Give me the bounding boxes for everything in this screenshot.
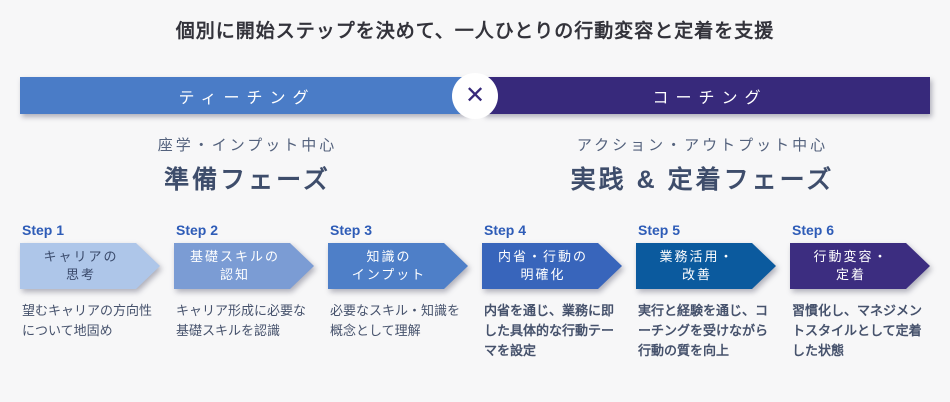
coaching-header-bar: コーチング (483, 77, 930, 114)
step-3-name: 知識の インプット (328, 243, 468, 289)
step-1-label: Step 1 (22, 222, 65, 238)
step-1-description: 望むキャリアの方向性について地固め (22, 303, 153, 339)
step-2-arrow-icon: 基礎スキルの 認知 (174, 243, 314, 289)
teaching-phase: 座学・インプット中心 準備フェーズ (20, 134, 475, 196)
step-1-arrow-icon: キャリアの 思考 (20, 243, 160, 289)
page-title: 個別に開始ステップを決めて、一人ひとりの行動変容と定着を支援 (175, 21, 775, 42)
teaching-phase-title: 準備フェーズ (164, 166, 331, 194)
step-4-label: Step 4 (484, 222, 527, 238)
step-1-name: キャリアの 思考 (20, 243, 160, 289)
step-5-description: 実行と経験を通じ、コーチングを受けながら行動の質を向上 (638, 303, 769, 359)
coaching-phase: アクション・アウトプット中心 実践 & 定着フェーズ (475, 134, 930, 196)
step-6-name: 行動変容・ 定着 (790, 243, 930, 289)
step-5-label: Step 5 (638, 222, 681, 238)
step-2-label: Step 2 (176, 222, 219, 238)
teaching-phase-subtitle: 座学・インプット中心 (157, 137, 338, 154)
coaching-phase-subtitle: アクション・アウトプット中心 (576, 137, 829, 154)
step-3: Step 3 知識の インプット 必要なスキル・知識を概念として理解 (328, 222, 468, 361)
step-4-description: 内省を通じ、業務に即した具体的な行動テーマを設定 (484, 303, 615, 359)
steps-row: Step 1 キャリアの 思考 望むキャリアの方向性について地固め Step 2… (0, 222, 950, 361)
coaching-phase-title: 実践 & 定着フェーズ (570, 166, 835, 194)
step-6-description: 習慣化し、マネジメントスタイルとして定着した状態 (792, 303, 923, 359)
step-6-arrow-icon: 行動変容・ 定着 (790, 243, 930, 289)
step-5-name: 業務活用・ 改善 (636, 243, 776, 289)
step-2: Step 2 基礎スキルの 認知 キャリア形成に必要な基礎スキルを認識 (174, 222, 314, 361)
cross-icon: ✕ (452, 72, 498, 119)
step-6-label: Step 6 (792, 222, 835, 238)
step-3-arrow-icon: 知識の インプット (328, 243, 468, 289)
step-6: Step 6 行動変容・ 定着 習慣化し、マネジメントスタイルとして定着した状態 (790, 222, 930, 361)
step-4-arrow-icon: 内省・行動の 明確化 (482, 243, 622, 289)
step-3-description: 必要なスキル・知識を概念として理解 (330, 303, 461, 339)
step-4: Step 4 内省・行動の 明確化 内省を通じ、業務に即した具体的な行動テーマを… (482, 222, 622, 361)
step-5-arrow-icon: 業務活用・ 改善 (636, 243, 776, 289)
teaching-header-bar: ティーチング (20, 77, 467, 114)
step-2-name: 基礎スキルの 認知 (174, 243, 314, 289)
phase-header-bars: ティーチング ✕ コーチング (0, 72, 950, 119)
step-2-description: キャリア形成に必要な基礎スキルを認識 (176, 303, 307, 339)
step-4-name: 内省・行動の 明確化 (482, 243, 622, 289)
step-1: Step 1 キャリアの 思考 望むキャリアの方向性について地固め (20, 222, 160, 361)
step-5: Step 5 業務活用・ 改善 実行と経験を通じ、コーチングを受けながら行動の質… (636, 222, 776, 361)
step-3-label: Step 3 (330, 222, 373, 238)
phase-labels: 座学・インプット中心 準備フェーズ アクション・アウトプット中心 実践 & 定着… (0, 134, 950, 196)
